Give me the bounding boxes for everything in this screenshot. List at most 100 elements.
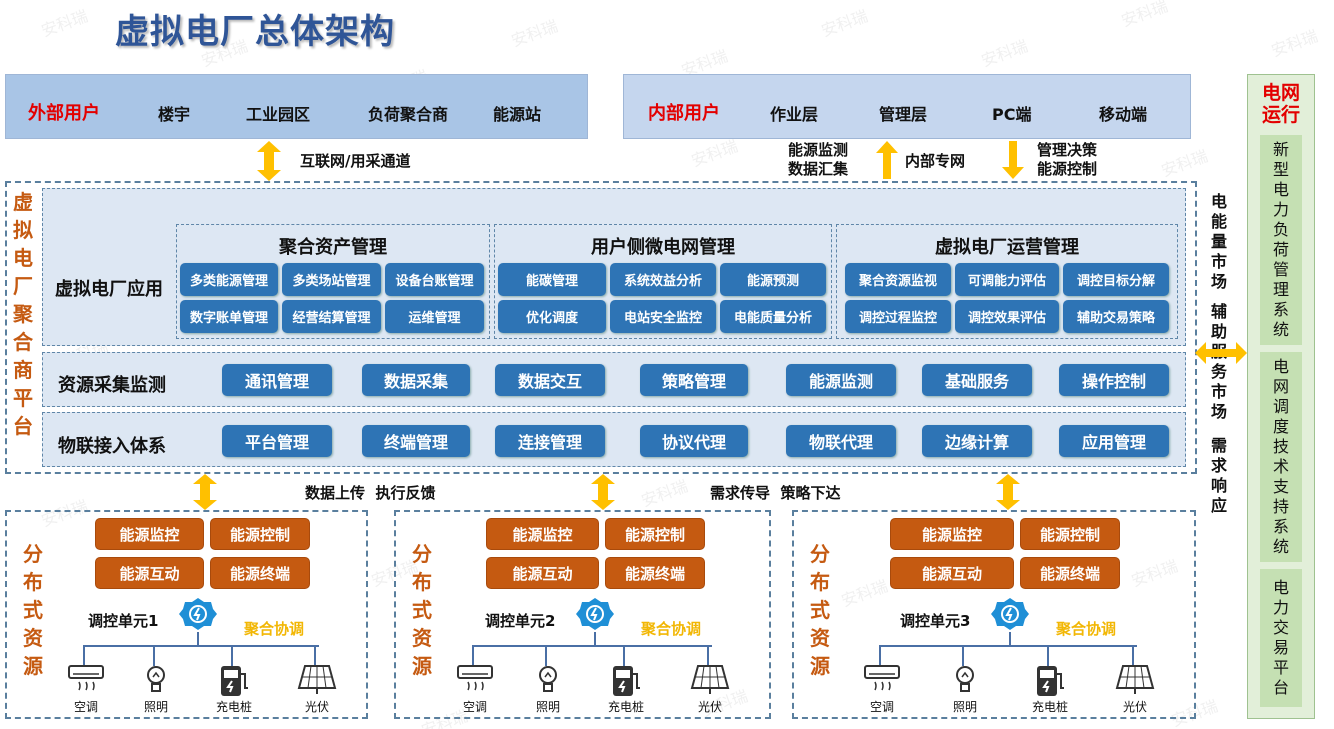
platform-container xyxy=(5,181,1197,474)
function-button[interactable]: 多类场站管理 xyxy=(282,263,381,296)
energy-button[interactable]: 能源监控 xyxy=(95,518,204,550)
double-arrow-icon xyxy=(591,474,615,510)
watermark: 安科瑞 xyxy=(978,36,1031,71)
external-user-item: 能源站 xyxy=(493,105,542,124)
energy-button[interactable]: 能源互动 xyxy=(486,557,599,589)
energy-button[interactable]: 能源终端 xyxy=(1020,557,1120,589)
collect-button[interactable]: 数据采集 xyxy=(362,364,470,396)
collect-button[interactable]: 数据交互 xyxy=(495,364,605,396)
iot-button[interactable]: 协议代理 xyxy=(640,425,748,457)
collect-button[interactable]: 能源监测 xyxy=(786,364,896,396)
internal-user-item: 移动端 xyxy=(1099,105,1148,124)
group-title: 用户侧微电网管理 xyxy=(591,237,735,258)
function-button[interactable]: 运维管理 xyxy=(385,300,484,333)
energy-button[interactable]: 能源监控 xyxy=(486,518,599,550)
solar-panel-icon xyxy=(297,665,337,694)
down-arrow-icon xyxy=(1002,141,1024,179)
air-conditioner-icon xyxy=(68,665,104,691)
page-title: 虚拟电厂总体架构 xyxy=(115,12,395,52)
device xyxy=(214,664,254,702)
device-label: 充电桩 xyxy=(607,700,644,714)
energy-button[interactable]: 能源控制 xyxy=(210,518,310,550)
demand-strategy-label: 需求传导 策略下达 xyxy=(710,484,841,502)
energy-button[interactable]: 能源互动 xyxy=(890,557,1014,589)
charging-pile-icon xyxy=(221,666,248,696)
charging-pile-icon xyxy=(613,666,640,696)
function-button[interactable]: 经营结算管理 xyxy=(282,300,381,333)
watermark: 安科瑞 xyxy=(1158,146,1211,181)
watermark: 安科瑞 xyxy=(638,476,691,511)
iot-button[interactable]: 平台管理 xyxy=(222,425,332,457)
function-button[interactable]: 调控过程监控 xyxy=(845,300,951,333)
function-button[interactable]: 数字账单管理 xyxy=(180,300,278,333)
function-button[interactable]: 多类能源管理 xyxy=(180,263,278,296)
iot-button[interactable]: 连接管理 xyxy=(495,425,605,457)
device xyxy=(1030,664,1070,702)
function-button[interactable]: 聚合资源监视 xyxy=(845,263,951,296)
device xyxy=(528,664,568,698)
external-users-panel: 外部用户 楼宇 工业园区 负荷聚合商 能源站 xyxy=(5,74,588,139)
device-label: 光伏 xyxy=(1122,700,1147,714)
internal-users-label: 内部用户 xyxy=(648,103,720,124)
iot-button[interactable]: 终端管理 xyxy=(362,425,470,457)
coordination-label: 聚合协调 xyxy=(641,620,702,638)
internal-users-panel: 内部用户 作业层 管理层 PC端 移动端 xyxy=(623,74,1191,139)
energy-button[interactable]: 能源终端 xyxy=(210,557,310,589)
iot-button[interactable]: 物联代理 xyxy=(786,425,896,457)
iot-button[interactable]: 应用管理 xyxy=(1059,425,1169,457)
function-button[interactable]: 辅助交易策略 xyxy=(1063,300,1169,333)
device-label: 空调 xyxy=(869,700,894,714)
device-label: 光伏 xyxy=(697,700,722,714)
internet-channel-label: 互联网/用采通道 xyxy=(300,152,411,170)
function-button[interactable]: 能源预测 xyxy=(720,263,826,296)
app-layer-label: 虚拟电厂应用 xyxy=(55,279,163,300)
function-button[interactable]: 可调能力评估 xyxy=(955,263,1059,296)
light-bulb-icon xyxy=(147,666,165,692)
function-button[interactable]: 设备台账管理 xyxy=(385,263,484,296)
demand-response-label: 需求响应 xyxy=(1210,436,1227,515)
group-title: 聚合资产管理 xyxy=(279,237,387,258)
device xyxy=(1115,664,1155,700)
double-arrow-icon xyxy=(257,141,281,181)
iot-layer-label: 物联接入体系 xyxy=(58,436,166,457)
function-button[interactable]: 电能质量分析 xyxy=(720,300,826,333)
collect-button[interactable]: 策略管理 xyxy=(640,364,748,396)
external-user-item: 工业园区 xyxy=(246,105,311,124)
double-arrow-icon xyxy=(996,474,1020,510)
charging-pile-icon xyxy=(1037,666,1064,696)
function-button[interactable]: 电站安全监控 xyxy=(610,300,716,333)
energy-button[interactable]: 能源控制 xyxy=(1020,518,1120,550)
device xyxy=(606,664,646,702)
function-button[interactable]: 能碳管理 xyxy=(498,263,606,296)
private-network-label: 内部专网 xyxy=(905,152,966,170)
coordination-label: 聚合协调 xyxy=(1056,620,1117,638)
device-label: 照明 xyxy=(535,700,560,714)
energy-button[interactable]: 能源监控 xyxy=(890,518,1014,550)
watermark: 安科瑞 xyxy=(38,6,91,41)
decision-label: 管理决策 能源控制 xyxy=(1037,141,1098,178)
function-button[interactable]: 系统效益分析 xyxy=(610,263,716,296)
watermark: 安科瑞 xyxy=(508,16,561,51)
collect-button[interactable]: 基础服务 xyxy=(922,364,1032,396)
internal-user-item: 管理层 xyxy=(879,105,928,124)
platform-title: 虚拟电厂聚合商平台 xyxy=(13,190,33,438)
iot-button[interactable]: 边缘计算 xyxy=(922,425,1032,457)
energy-button[interactable]: 能源终端 xyxy=(605,557,705,589)
collect-button[interactable]: 操作控制 xyxy=(1059,364,1169,396)
distributed-title: 分布式资源 xyxy=(412,542,432,678)
internal-user-item: PC端 xyxy=(992,105,1032,124)
function-button[interactable]: 调控效果评估 xyxy=(955,300,1059,333)
distributed-unit xyxy=(394,510,771,719)
function-button[interactable]: 优化调度 xyxy=(498,300,606,333)
device-label: 照明 xyxy=(143,700,168,714)
gear-hub-icon xyxy=(991,598,1029,630)
grid-system: 新型电力负荷管理系统 xyxy=(1260,135,1302,345)
energy-button[interactable]: 能源互动 xyxy=(95,557,204,589)
distributed-unit xyxy=(792,510,1196,719)
air-conditioner-icon xyxy=(457,665,493,691)
group-title: 虚拟电厂运营管理 xyxy=(935,237,1079,258)
collect-button[interactable]: 通讯管理 xyxy=(222,364,332,396)
function-button[interactable]: 调控目标分解 xyxy=(1063,263,1169,296)
device-label: 空调 xyxy=(73,700,98,714)
energy-button[interactable]: 能源控制 xyxy=(605,518,705,550)
